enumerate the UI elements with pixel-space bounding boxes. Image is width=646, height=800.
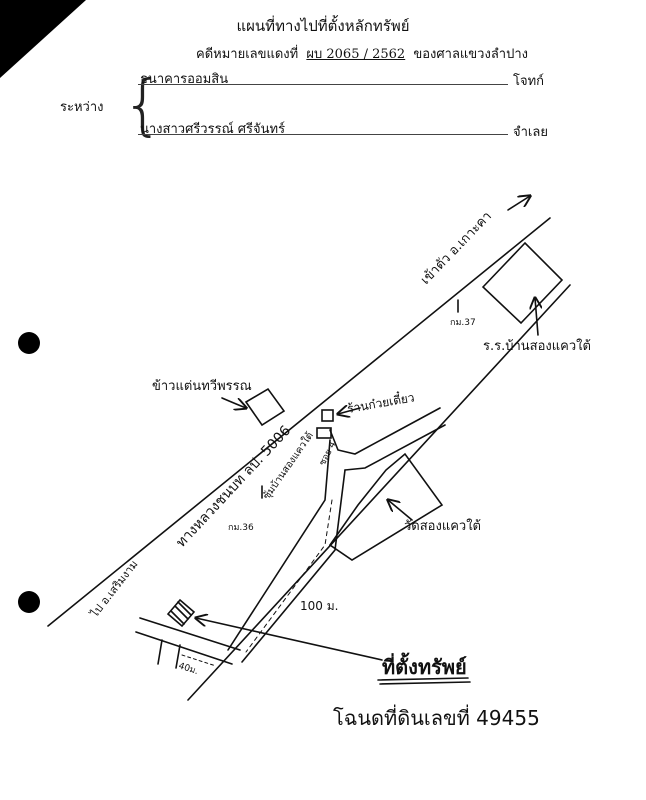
highway-edge-upper xyxy=(47,217,551,627)
property-boundary-left xyxy=(157,639,163,665)
arrow-to-rice-shop xyxy=(221,397,246,408)
property-hatched-symbol xyxy=(166,598,196,628)
defendant-role: จำเลย xyxy=(513,125,548,140)
label-rice-shop: ข้าวแต่นทวีพรรณ xyxy=(152,378,252,394)
property-boundary-right xyxy=(175,644,181,669)
punch-hole-top xyxy=(18,332,40,354)
plaintiff-role: โจทก์ xyxy=(513,74,545,89)
document-title: แผนที่ทางไปที่ตั้งหลักทรัพย์ xyxy=(236,17,410,35)
label-to-ko-kha: เข้าตัว อ.เกาะคา xyxy=(418,209,495,288)
label-soi-4: ซอย 4 xyxy=(318,440,339,467)
label-temple: วัดสองแควใต้ xyxy=(404,518,481,534)
side-lane-upper xyxy=(139,617,241,651)
rice-shop-plot xyxy=(244,387,286,427)
case-prefix: คดีหมายเลขแดงที่ xyxy=(196,47,299,62)
property-label-underline-2 xyxy=(379,681,471,685)
lane-edge-left xyxy=(227,439,331,651)
label-title-deed: โฉนดที่ดินเลขที่ 49455 xyxy=(333,704,540,730)
village-arch-symbol xyxy=(316,427,332,439)
property-label-underline xyxy=(377,677,469,681)
defendant-name: นางสาวศรีวรรณ์ ศรีจันทร์ xyxy=(140,122,286,137)
side-lane-lower xyxy=(135,631,233,665)
lane-edge-right xyxy=(241,469,346,663)
party-brace: { xyxy=(122,66,164,143)
label-to-soem-ngam: ไป อ.เสริมงาม xyxy=(88,558,141,621)
case-number: ผบ 2065 / 2562 xyxy=(306,47,406,62)
arrow-to-temple xyxy=(388,500,413,521)
label-school: ร.ร.บ้านสองแควใต้ xyxy=(483,338,591,354)
punch-hole-bottom xyxy=(18,591,40,613)
label-km37: กม.37 xyxy=(450,318,476,328)
court-name: ของศาลแขวงลำปาง xyxy=(413,47,528,62)
label-noodle-shop: ร้านก๋วยเตี๋ยว xyxy=(346,388,416,416)
label-distance-100: 100 ม. xyxy=(300,599,338,613)
plaintiff-name: ธนาคารออมสิน xyxy=(140,72,229,87)
temple-plot xyxy=(328,452,444,561)
distance-40m-line xyxy=(181,654,217,667)
arrow-to-ko-kha xyxy=(507,196,530,211)
arrow-to-property xyxy=(196,618,383,661)
defendant-underline xyxy=(138,134,508,135)
noodle-shop-plot xyxy=(321,409,334,422)
scan-corner-mark xyxy=(0,0,86,78)
arrow-to-school xyxy=(535,298,538,336)
plaintiff-underline xyxy=(138,84,508,85)
label-km36: กม.36 xyxy=(228,523,254,533)
label-distance-40: 40ม. xyxy=(177,661,199,677)
route-dashed-line xyxy=(245,499,333,653)
label-property-location: ที่ตั้งทรัพย์ xyxy=(382,652,467,679)
between-label: ระหว่าง xyxy=(60,100,104,115)
case-number-line: คดีหมายเลขแดงที่ ผบ 2065 / 2562 ของศาลแข… xyxy=(196,43,528,64)
soi4-edge-lower xyxy=(344,424,446,471)
soi4-edge-upper xyxy=(329,407,441,455)
arrow-to-noodle-shop xyxy=(338,408,361,414)
school-plot xyxy=(481,241,564,325)
